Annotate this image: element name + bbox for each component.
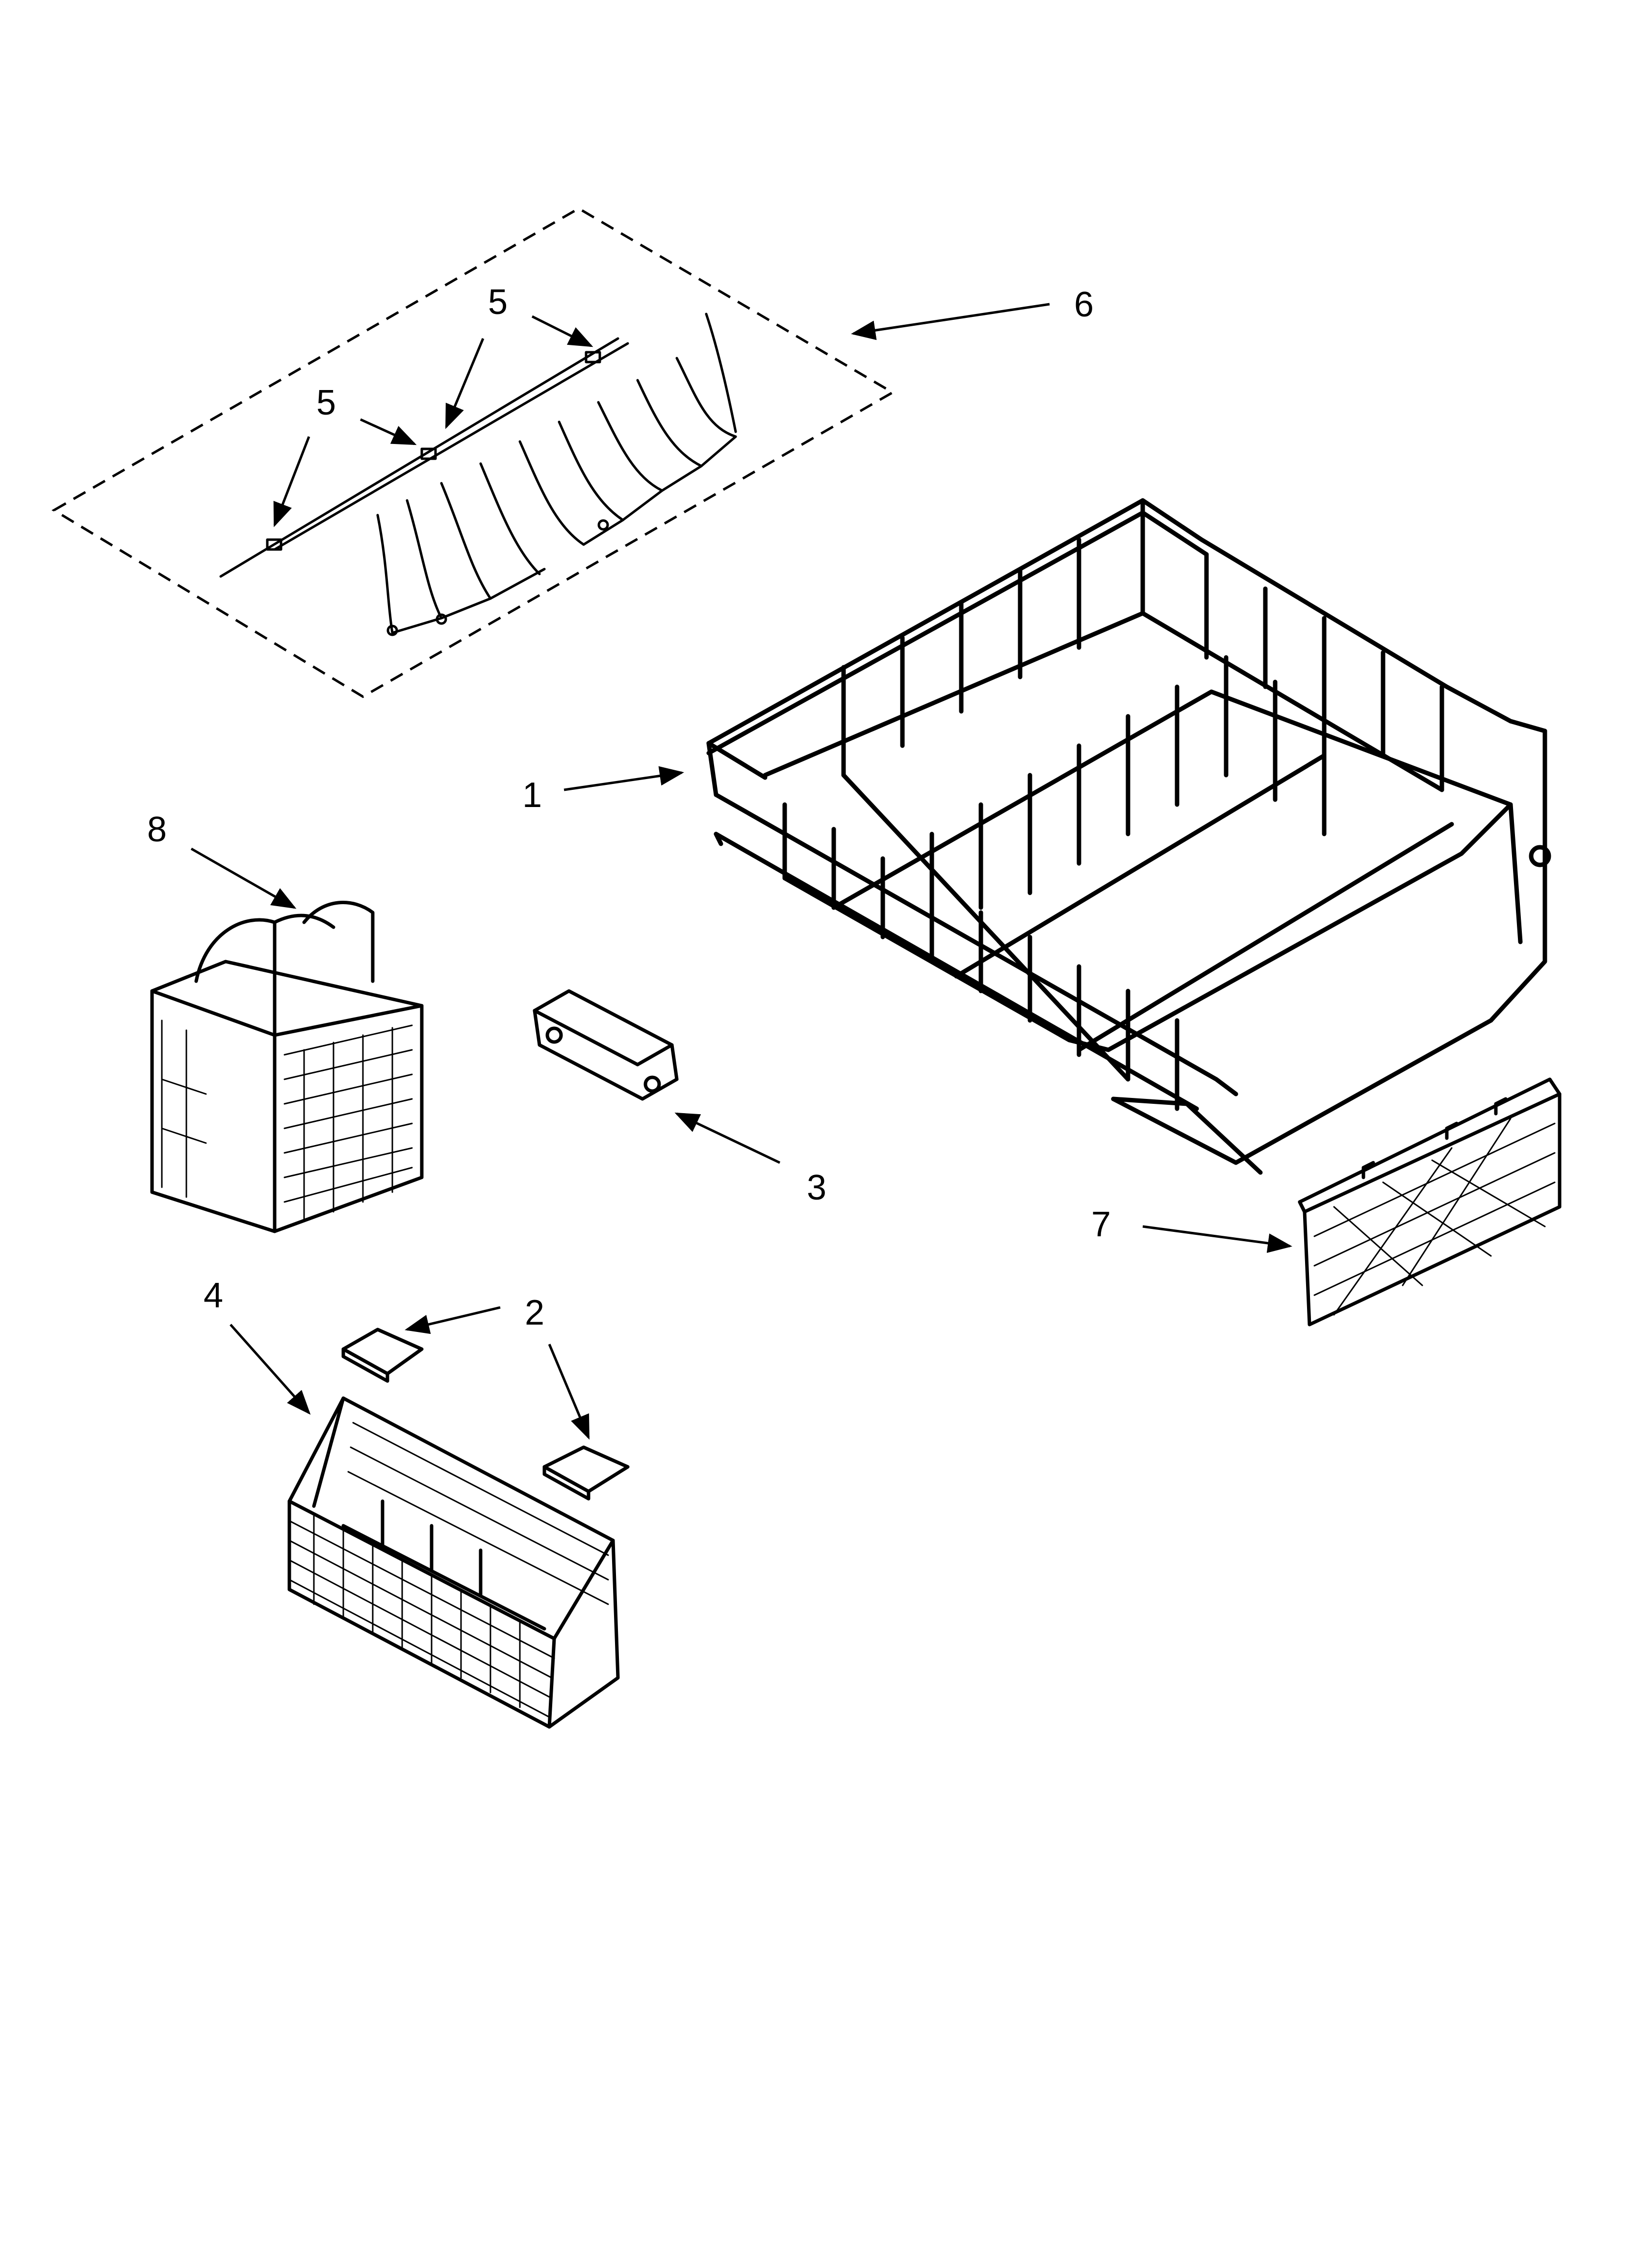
clip-drawing (533, 989, 679, 1101)
callout-4: 4 (204, 1276, 223, 1315)
callout-5-left: 5 (316, 383, 336, 422)
callout-8: 8 (147, 810, 167, 849)
lower-dishrack-drawing (706, 498, 1551, 1175)
callout-arrows (190, 303, 1292, 1440)
callout-2: 2 (525, 1293, 544, 1332)
callout-6: 6 (1074, 285, 1094, 324)
silverware-basket-drawing (287, 1396, 620, 1729)
callout-3: 3 (807, 1168, 826, 1207)
callout-5-top: 5 (488, 283, 508, 322)
basket-lid-drawing-a (341, 1328, 424, 1383)
basket-lid-drawing-b (542, 1445, 630, 1501)
callout-1: 1 (522, 776, 542, 815)
shield-drawing (1298, 1077, 1562, 1327)
small-basket-drawing (150, 901, 424, 1233)
callout-7: 7 (1091, 1205, 1111, 1244)
tine-row-assembly-drawing (51, 207, 895, 698)
